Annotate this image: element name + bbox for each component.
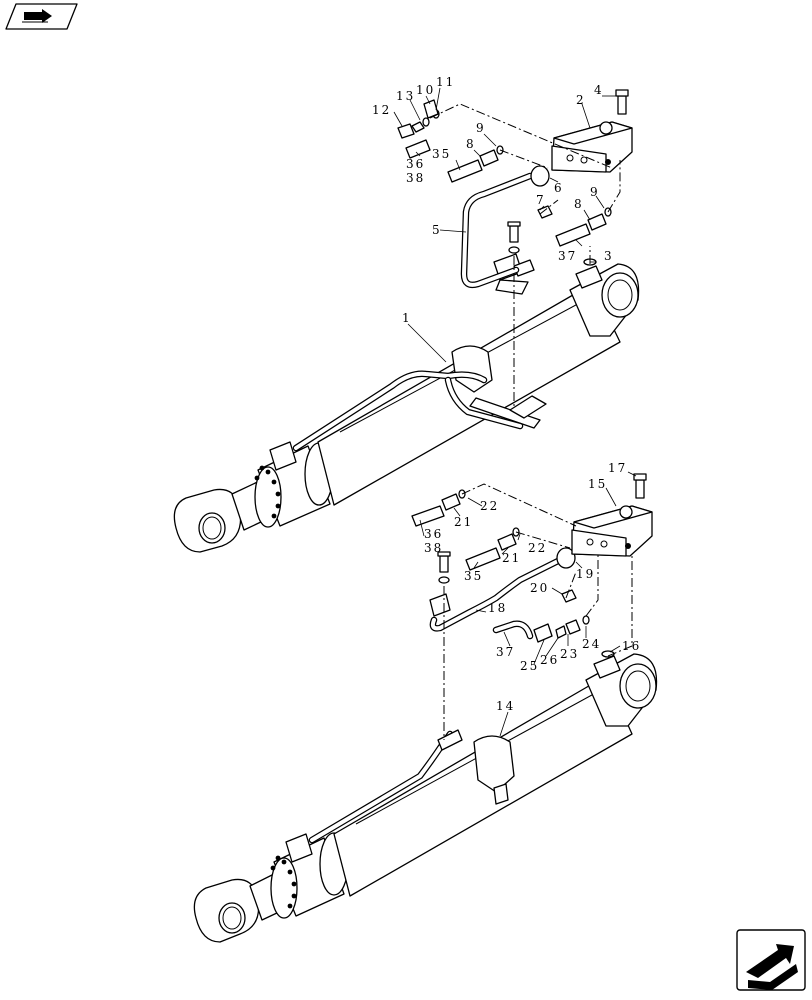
callout-25: 25 — [520, 659, 539, 673]
top-cylinder-assembly — [173, 253, 640, 553]
callout-38: 38 — [406, 171, 425, 185]
bottom-rod-eye — [193, 878, 260, 943]
callout-8b: 8 — [574, 197, 584, 211]
callout-2: 2 — [576, 93, 586, 107]
bottom-hose — [429, 547, 576, 632]
callout-9a: 9 — [476, 121, 486, 135]
callout-labels-bottom: 14 15 16 17 18 19 20 21 21 22 22 23 24 2… — [424, 461, 641, 713]
callout-23: 23 — [560, 647, 579, 661]
callout-26: 26 — [540, 653, 559, 667]
callout-8a: 8 — [466, 137, 476, 151]
callout-18: 18 — [488, 601, 507, 615]
next-page-arrow-icon[interactable] — [736, 929, 806, 991]
callout-21b: 21 — [502, 551, 521, 565]
bottom-cylinder-base — [585, 653, 658, 727]
callout-16: 16 — [622, 639, 641, 653]
callout-22b: 22 — [528, 541, 547, 555]
callout-11: 11 — [436, 75, 455, 89]
book-arrow-icon[interactable] — [5, 3, 78, 30]
bottom-pipe-bracket — [473, 735, 515, 805]
callout-9b: 9 — [590, 185, 600, 199]
callout-labels-top: 1 2 3 4 5 6 7 8 8 9 9 10 11 12 13 35 36 … — [372, 75, 614, 325]
top-cylinder-base — [569, 263, 640, 337]
callout-20: 20 — [530, 581, 549, 595]
callout-22a: 22 — [480, 499, 499, 513]
callout-3: 3 — [604, 249, 614, 263]
callout-37b: 37 — [496, 645, 515, 659]
callout-24: 24 — [582, 637, 601, 651]
callout-15: 15 — [588, 477, 607, 491]
top-rod-eye — [173, 488, 242, 553]
callout-6: 6 — [554, 181, 564, 195]
top-hose — [460, 165, 550, 289]
callout-37: 37 — [558, 249, 577, 263]
callout-5: 5 — [432, 223, 442, 237]
callout-36b: 36 — [424, 527, 443, 541]
top-valve-block — [551, 121, 633, 173]
callout-leaders — [393, 87, 637, 737]
callout-13: 13 — [396, 89, 415, 103]
callout-17: 17 — [608, 461, 627, 475]
callout-1: 1 — [402, 311, 412, 325]
bottom-cylinder-barrel — [333, 675, 633, 897]
callout-10: 10 — [416, 83, 435, 97]
bottom-short-hose — [492, 620, 553, 643]
bottom-valve-block — [571, 505, 653, 557]
callout-12: 12 — [372, 103, 391, 117]
callout-21a: 21 — [454, 515, 473, 529]
callout-4: 4 — [594, 83, 604, 97]
top-cylinder-barrel — [317, 283, 621, 506]
bottom-cylinder-assembly — [193, 653, 658, 943]
callout-38b: 38 — [424, 541, 443, 555]
callout-36: 36 — [406, 157, 425, 171]
top-bolt — [615, 89, 629, 115]
bottom-bolt — [633, 473, 647, 499]
bottom-fittings — [411, 489, 615, 658]
callout-14: 14 — [496, 699, 515, 713]
callout-19: 19 — [576, 567, 595, 581]
callout-7: 7 — [536, 193, 546, 207]
callout-35b: 35 — [464, 569, 483, 583]
callout-35: 35 — [432, 147, 451, 161]
